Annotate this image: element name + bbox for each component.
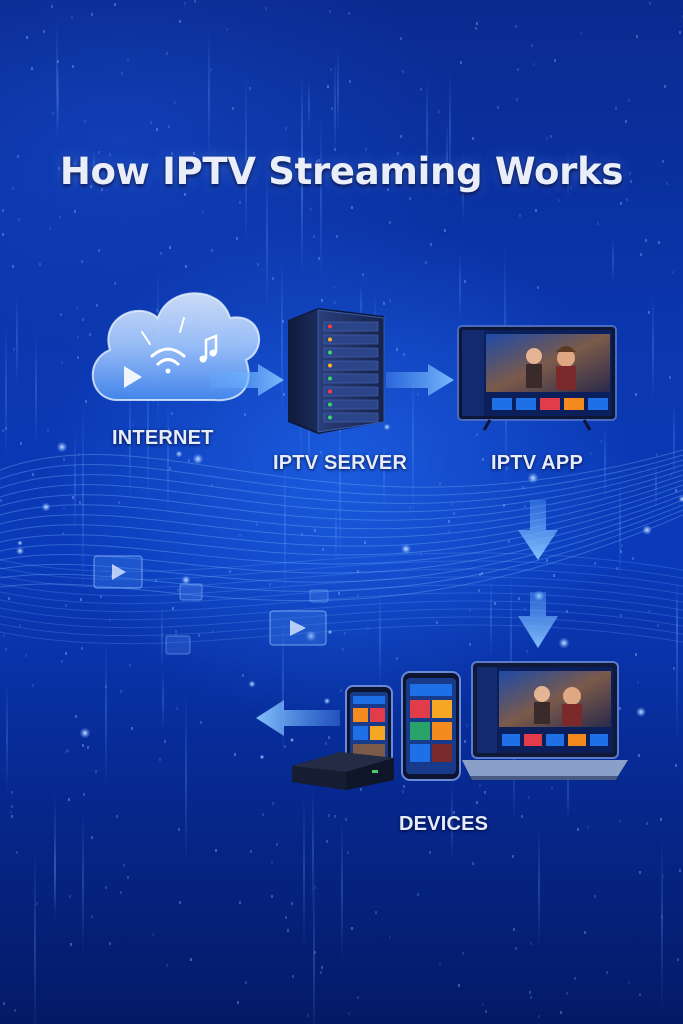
laptop-icon bbox=[462, 661, 628, 780]
arrow-to-devices-left bbox=[256, 700, 340, 736]
smartphone-icon bbox=[401, 671, 461, 781]
floating-video-card bbox=[269, 610, 327, 646]
floating-video-card bbox=[93, 555, 143, 589]
set-top-box-icon bbox=[292, 752, 394, 790]
label-devices: DEVICES bbox=[399, 813, 489, 835]
arrow-app-down-2 bbox=[518, 592, 558, 648]
arrow-internet-to-server bbox=[210, 364, 284, 396]
wifi-icon bbox=[150, 347, 186, 374]
music-note-icon bbox=[204, 334, 218, 360]
label-iptv-app: IPTV APP bbox=[491, 452, 583, 474]
arrow-app-down-1 bbox=[518, 500, 558, 560]
play-icon bbox=[124, 366, 142, 388]
label-iptv-server: IPTV SERVER bbox=[273, 452, 408, 474]
arrow-server-to-app bbox=[386, 364, 454, 396]
page-title: How IPTV Streaming Works bbox=[59, 150, 624, 193]
label-internet: INTERNET bbox=[112, 427, 214, 449]
